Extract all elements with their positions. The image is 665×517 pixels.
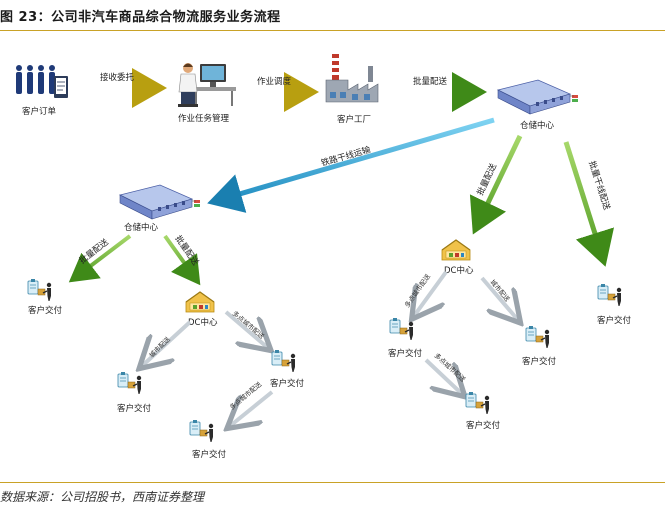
delivery-icon — [525, 325, 550, 349]
delivery-label: 客户交付 — [270, 378, 305, 389]
multi-point-right-2-arrow — [424, 358, 462, 394]
delivery-icon — [389, 317, 414, 341]
batch-trunk-label: 批量干线配送 — [586, 160, 612, 212]
batch-delivery-top-label: 批量配送 — [413, 76, 448, 87]
multi-point-left-1-label: 多点城市配送 — [231, 309, 267, 341]
delivery-label: 客户交付 — [597, 315, 632, 326]
delivery-label: 客户交付 — [117, 403, 152, 414]
warehouse-left-icon — [119, 184, 201, 220]
delivery-label: 客户交付 — [522, 356, 557, 367]
multi-point-right-1-arrow — [414, 270, 448, 316]
customer-factory-label: 客户工厂 — [337, 114, 371, 125]
multi-point-left-2-arrow — [230, 390, 274, 426]
delivery-icon — [597, 283, 622, 307]
task-management-icon — [178, 63, 236, 107]
delivery-label: 客户交付 — [192, 449, 227, 460]
delivery-icon — [117, 371, 142, 395]
batch-trunk-arrow — [563, 141, 615, 267]
warehouse-right-label: 仓储中心 — [520, 120, 555, 131]
customer-order-icon — [16, 65, 68, 98]
dc-right-label: DC中心 — [444, 265, 474, 276]
dc-left-icon — [185, 291, 215, 313]
multi-point-left-1-arrow — [224, 310, 268, 348]
dispatch-label: 作业调度 — [257, 76, 292, 87]
factory-icon — [325, 54, 379, 103]
batch-delivery-right-dc-arrow — [469, 134, 523, 235]
delivery-icon — [465, 391, 490, 415]
batch-delivery-left-customer-arrow — [68, 234, 132, 283]
delivery-icon — [189, 419, 214, 443]
city-delivery-right-arrow — [480, 276, 518, 320]
warehouse-right-icon — [497, 79, 579, 115]
delivery-label: 客户交付 — [466, 420, 501, 431]
figure-title: 图 23：公司非汽车商品综合物流服务业务流程 — [0, 10, 281, 25]
warehouse-left-label: 仓储中心 — [124, 222, 159, 233]
delivery-label: 客户交付 — [28, 305, 63, 316]
top-divider — [0, 30, 665, 31]
customer-order-label: 客户订单 — [22, 106, 57, 117]
receive-order-label: 接收委托 — [100, 72, 135, 83]
rail-trunk-arrow — [207, 117, 495, 213]
batch-delivery-left-dc-arrow — [163, 234, 201, 286]
multi-point-right-2-label: 多点城市配送 — [433, 351, 468, 384]
multi-point-right-1-label: 多点城市配送 — [402, 272, 432, 310]
dc-right-icon — [441, 239, 471, 261]
dc-left-label: DC中心 — [188, 317, 218, 328]
city-delivery-left-label: 城市配送 — [147, 334, 172, 359]
city-delivery-left-arrow — [142, 320, 192, 366]
bottom-divider — [0, 482, 665, 483]
delivery-icon — [27, 278, 52, 302]
multi-point-left-2-label: 多点城市配送 — [228, 379, 264, 411]
source-note: 数据来源：公司招股书，西南证券整理 — [0, 490, 205, 504]
task-management-label: 作业任务管理 — [178, 113, 230, 124]
delivery-label: 客户交付 — [388, 348, 423, 359]
delivery-icon — [271, 349, 296, 373]
